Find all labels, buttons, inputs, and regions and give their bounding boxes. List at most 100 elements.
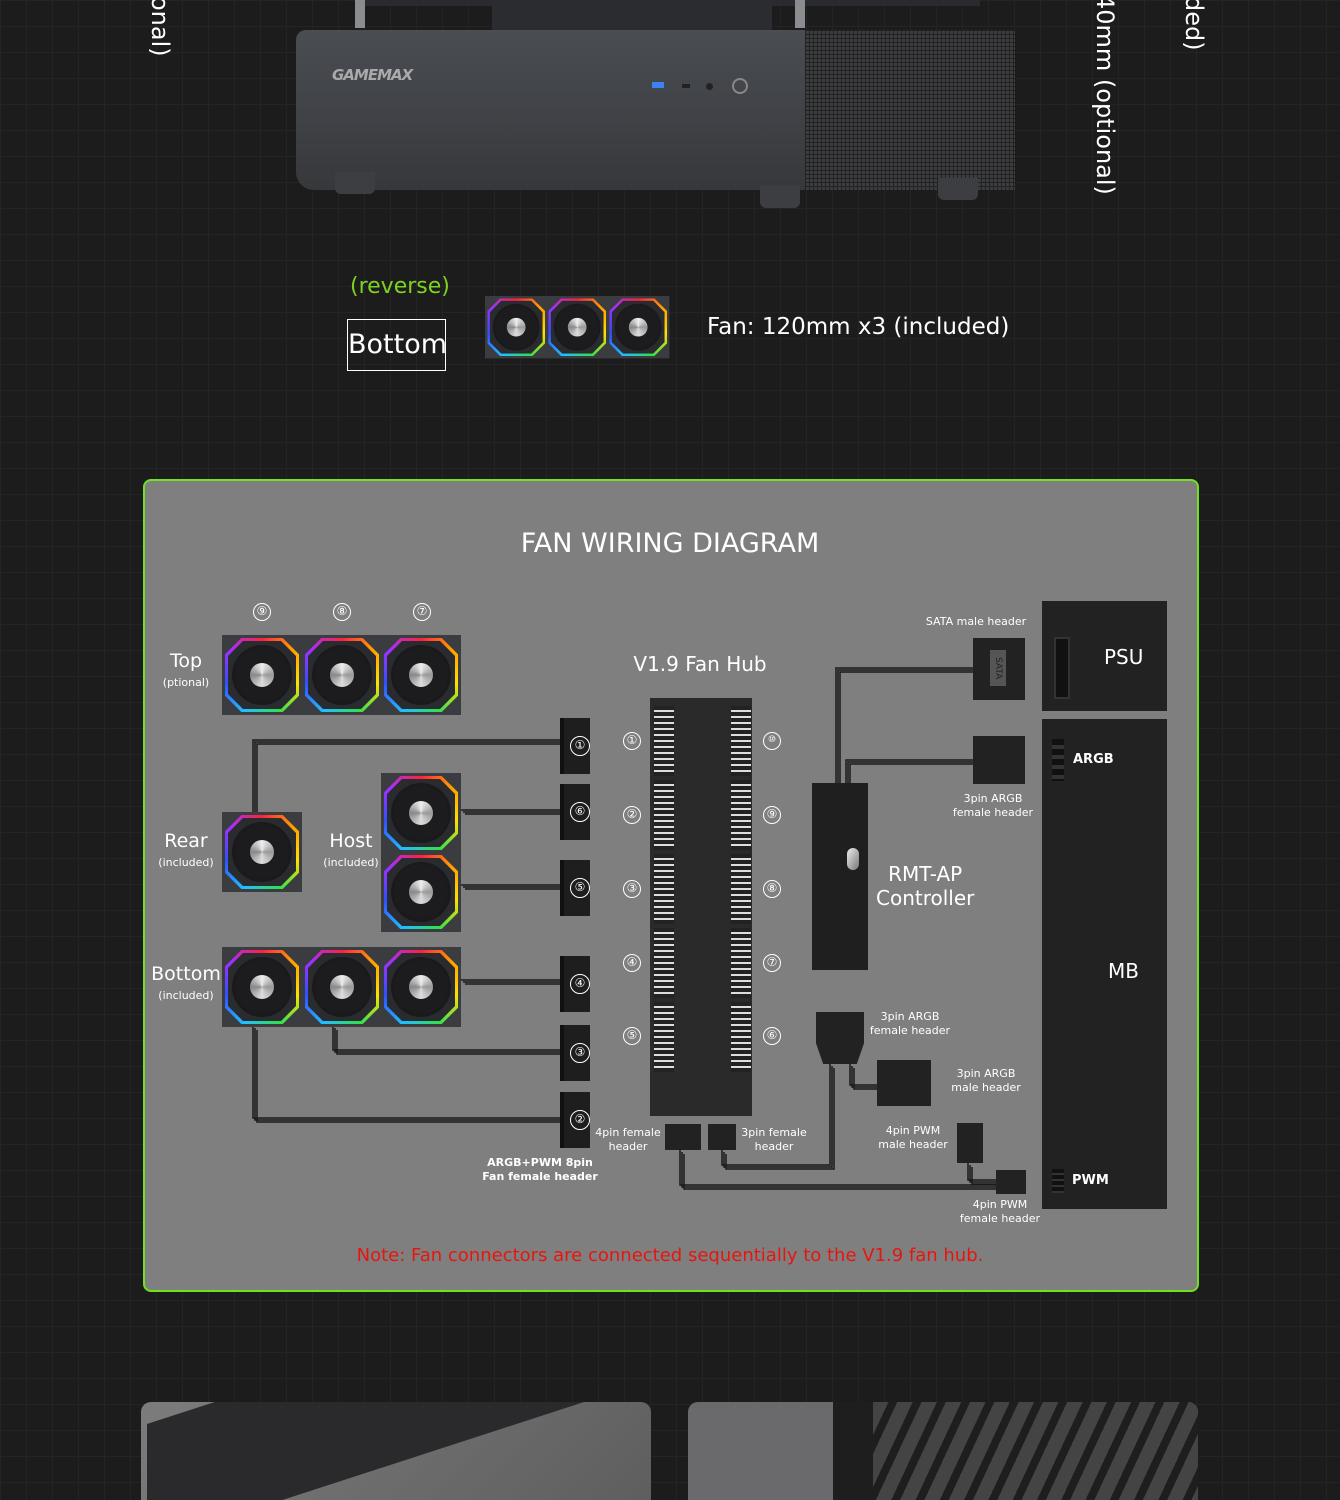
sata-label: SATA male header bbox=[925, 615, 1027, 628]
wire bbox=[851, 1066, 879, 1088]
fan-icon bbox=[302, 635, 382, 715]
fan-icon bbox=[381, 773, 461, 853]
fan-connector-1: ① bbox=[560, 718, 590, 774]
wire bbox=[835, 667, 973, 783]
hub-port bbox=[731, 780, 751, 850]
case-logo: GAMEMAX bbox=[332, 66, 413, 84]
hub-port bbox=[731, 706, 751, 776]
fan-icon bbox=[222, 635, 302, 715]
hub-port bbox=[731, 928, 751, 998]
fan-icon bbox=[485, 296, 548, 359]
fan-number: ⑨ bbox=[253, 603, 271, 621]
hub-port-number: ⑨ bbox=[763, 806, 781, 824]
fan-icon bbox=[546, 296, 609, 359]
fan-icon bbox=[381, 852, 461, 932]
hub-port bbox=[654, 1002, 674, 1072]
fan-icon bbox=[381, 635, 461, 715]
group-sub-rear: (included) bbox=[158, 856, 214, 869]
wire bbox=[845, 759, 973, 783]
wire bbox=[849, 1064, 877, 1086]
wire bbox=[725, 1068, 835, 1170]
hub-port-number: ⑩ bbox=[763, 732, 781, 750]
wire bbox=[681, 1152, 998, 1188]
vertical-label: onal) bbox=[146, 0, 174, 57]
wire bbox=[853, 1068, 881, 1090]
wire bbox=[683, 1154, 1000, 1190]
wire bbox=[971, 1167, 1000, 1185]
vertical-label: ded) bbox=[1180, 0, 1208, 51]
fan-icon bbox=[222, 947, 302, 1027]
reverse-label: (reverse) bbox=[350, 274, 450, 299]
wire bbox=[847, 761, 975, 785]
fan-connector-6: ⑥ bbox=[560, 784, 590, 840]
mb-argb-label: ARGB bbox=[1073, 752, 1114, 767]
product-photo-right bbox=[688, 1402, 1198, 1500]
hub-port bbox=[731, 1002, 751, 1072]
position-label: Bottom bbox=[347, 319, 447, 371]
fan-number: ⑦ bbox=[413, 603, 431, 621]
fan-connector-2: ② bbox=[560, 1092, 590, 1148]
group-label-bottom: Bottom bbox=[151, 963, 221, 985]
wire bbox=[839, 671, 977, 787]
3pin-female-header bbox=[708, 1124, 736, 1150]
wire bbox=[252, 1026, 560, 1119]
mb-pwm-label: PWM bbox=[1072, 1173, 1109, 1188]
wire bbox=[254, 741, 562, 814]
fan-connector-3: ③ bbox=[560, 1025, 590, 1081]
wire bbox=[849, 763, 977, 787]
hub-port-number: ② bbox=[623, 806, 641, 824]
group-sub-bottom: (included) bbox=[158, 989, 214, 1002]
mb-label: MB bbox=[1108, 959, 1139, 983]
wire bbox=[256, 743, 564, 816]
wiring-note: Note: Fan connectors are connected seque… bbox=[356, 1245, 984, 1266]
hub-port-number: ④ bbox=[623, 954, 641, 972]
fan-icon bbox=[381, 947, 461, 1027]
fan-connector-5: ⑤ bbox=[560, 860, 590, 916]
mb-box: ARGB MB PWM bbox=[1042, 719, 1167, 1209]
hub-port bbox=[731, 854, 751, 924]
hub-port bbox=[654, 706, 674, 776]
group-label-host: Host bbox=[329, 830, 373, 852]
hub-title: V1.9 Fan Hub bbox=[633, 652, 767, 676]
vertical-label: 40mm (optional) bbox=[1091, 0, 1119, 195]
wire bbox=[254, 1028, 562, 1121]
wire bbox=[967, 1163, 996, 1181]
sata-connector: SATA bbox=[973, 638, 1025, 700]
wire bbox=[837, 669, 975, 785]
hub-port-number: ① bbox=[623, 732, 641, 750]
pwm-female-connector bbox=[996, 1170, 1026, 1194]
hub-port bbox=[654, 854, 674, 924]
product-photo-left bbox=[141, 1402, 651, 1500]
hub-port-number: ⑥ bbox=[763, 1027, 781, 1045]
fan-spec: Fan: 120mm x3 (included) bbox=[707, 314, 1010, 340]
argb-female-top-connector bbox=[973, 736, 1025, 784]
hub-port-number: ⑤ bbox=[623, 1027, 641, 1045]
argb-female-connector bbox=[816, 1012, 864, 1064]
fan-icon bbox=[222, 812, 302, 892]
wire bbox=[723, 1066, 833, 1168]
bottom-fans-image bbox=[485, 296, 671, 359]
group-sub-top: (ptional) bbox=[162, 676, 210, 689]
wire bbox=[336, 1030, 564, 1055]
wire bbox=[334, 1028, 562, 1053]
fan-icon bbox=[607, 296, 670, 359]
wire bbox=[256, 1030, 564, 1123]
wire bbox=[679, 1150, 996, 1186]
4pin-female-header bbox=[665, 1124, 701, 1150]
rmt-ap-controller bbox=[812, 783, 868, 970]
fan-icon bbox=[302, 947, 382, 1027]
fan-number: ⑧ bbox=[333, 603, 351, 621]
controller-knob-icon bbox=[847, 848, 859, 870]
group-sub-host: (included) bbox=[323, 856, 379, 869]
fan-connector-4: ④ bbox=[560, 956, 590, 1012]
hub-port-number: ⑧ bbox=[763, 880, 781, 898]
wire bbox=[332, 1026, 560, 1051]
hub-port bbox=[654, 780, 674, 850]
argb-male-connector bbox=[877, 1060, 931, 1106]
